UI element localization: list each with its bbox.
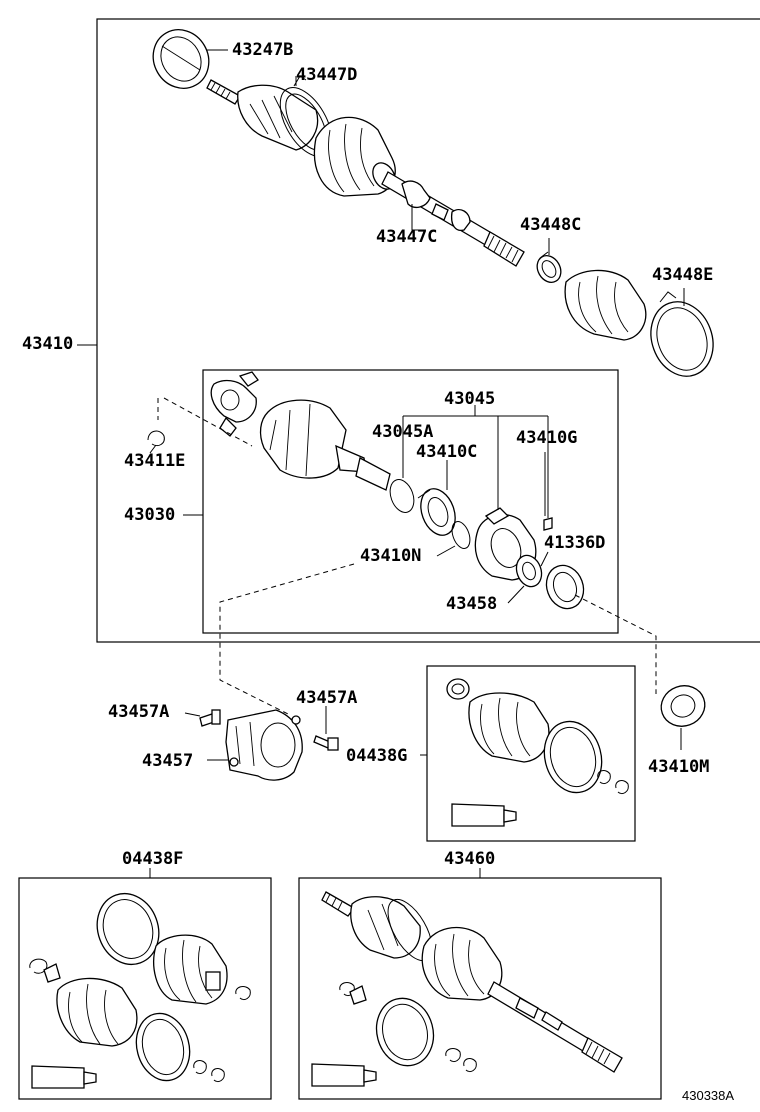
- label-43410G: 43410G: [516, 428, 577, 448]
- snap-ring-43410N: [451, 521, 471, 549]
- label-43045A: 43045A: [372, 422, 433, 442]
- leader-lines: [77, 49, 685, 878]
- clamp-small: [446, 678, 470, 700]
- outboard-shaft-assembly: [152, 29, 714, 377]
- label-43460: 43460: [444, 849, 495, 869]
- center-bearing-bracket-43457: [225, 709, 303, 781]
- dashed-relation-lines: [157, 397, 657, 715]
- boot-kit-g-frame: [426, 665, 636, 842]
- clip-43411E: [147, 430, 165, 447]
- label-43457A-right: 43457A: [296, 688, 357, 708]
- tripod-spider: [210, 371, 259, 437]
- seal-43458: [545, 564, 585, 610]
- label-43030: 43030: [124, 505, 175, 525]
- boot-kit-04438F: [29, 892, 251, 1089]
- label-43447D: 43447D: [296, 65, 357, 85]
- label-43448C: 43448C: [520, 215, 581, 235]
- grease-tube: [31, 1065, 97, 1089]
- boot-band-medium: [375, 997, 435, 1067]
- label-43411E: 43411E: [124, 451, 185, 471]
- inboard-joint-frame: [202, 369, 619, 634]
- label-43458: 43458: [446, 594, 497, 614]
- boot-band-43448E: [650, 291, 714, 377]
- label-43247B: 43247B: [232, 40, 293, 60]
- snap-ring-43045A: [389, 479, 415, 513]
- label-43410: 43410: [22, 334, 73, 354]
- label-43410N: 43410N: [360, 546, 421, 566]
- bearing-43410C: [417, 488, 456, 536]
- figure-code: 430338A: [682, 1088, 734, 1103]
- inboard-joint-assembly: [210, 371, 585, 610]
- label-43410C: 43410C: [416, 442, 477, 462]
- label-04438G: 04438G: [346, 746, 407, 766]
- boot-band-43247B: [152, 29, 210, 89]
- grease-tube: [451, 803, 517, 827]
- label-43457: 43457: [142, 751, 193, 771]
- grease-tube: [311, 1063, 377, 1087]
- part-number-labels: 43247B 43447D 43447C 43448C 43448E 43410…: [22, 40, 734, 1103]
- label-04438F: 04438F: [122, 849, 183, 869]
- boot-kit-04438G: [446, 678, 629, 827]
- boot-band-large: [543, 720, 603, 794]
- outboard-shaft-43460: [311, 891, 623, 1087]
- boot-band-large: [96, 892, 160, 966]
- boot-kit-f-frame: [18, 877, 272, 1100]
- label-43410M: 43410M: [648, 757, 709, 777]
- clamp-43448C: [536, 251, 562, 283]
- bolt-43457A-right: [313, 735, 339, 751]
- oil-seal-43410M: [660, 685, 706, 727]
- label-43447C: 43447C: [376, 227, 437, 247]
- bolt-43457A-left: [199, 709, 221, 727]
- label-41336D: 41336D: [544, 533, 605, 553]
- clamp-43447C: [401, 180, 471, 232]
- dust-seal-41336D: [515, 554, 543, 588]
- label-43045: 43045: [444, 389, 495, 409]
- boot-band-medium: [135, 1012, 191, 1082]
- main-assembly-frame: [96, 18, 760, 643]
- label-43457A-left: 43457A: [108, 702, 169, 722]
- label-43448E: 43448E: [652, 265, 713, 285]
